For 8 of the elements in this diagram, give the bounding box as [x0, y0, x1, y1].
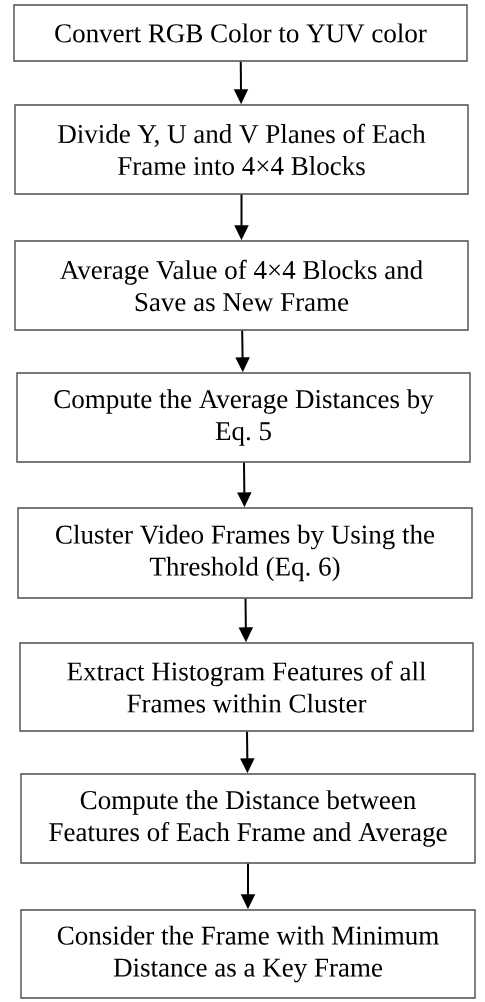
process-box: Divide Y, U and V Planes of Each Frame into 4×4 Blocks [14, 104, 469, 195]
process-box: Convert RGB Color to YUV color [13, 4, 468, 62]
process-box: Cluster Video Frames by Using the Threshold (Eq. 6) [17, 507, 473, 599]
process-box: Extract Histogram Features of all Frames within Cluster [19, 642, 474, 732]
process-box: Compute the Distance between Features of Each Frame and Average [20, 773, 476, 864]
process-box: Compute the Average Distances by Eq. 5 [16, 372, 471, 463]
process-box: Average Value of 4×4 Blocks and Save as New Frame [14, 240, 469, 331]
process-box: Consider the Frame with Minimum Distance as a Key Frame [20, 909, 476, 999]
